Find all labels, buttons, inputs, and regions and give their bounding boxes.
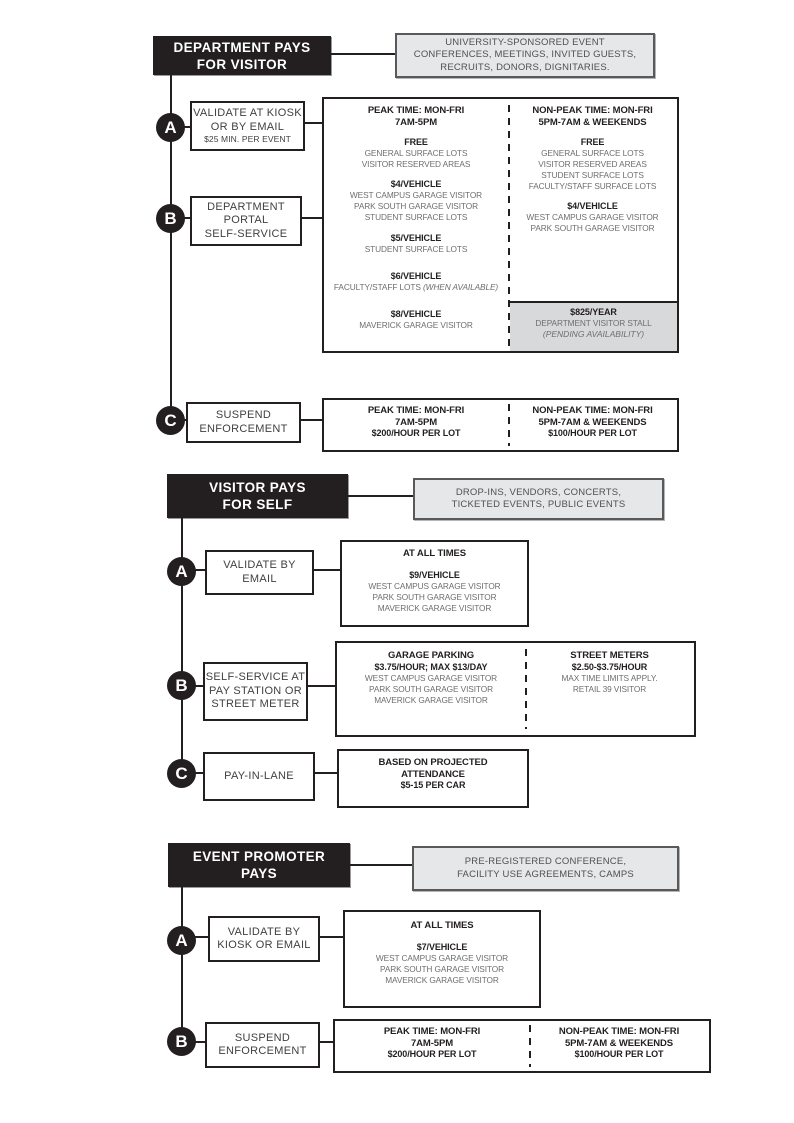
connector-line [316,936,343,938]
connector-line [183,217,191,219]
connector-line [194,569,205,571]
trunk-line [170,74,172,421]
connector-line [298,217,322,219]
connector-line [194,685,203,687]
connector-line [304,685,335,687]
dashed-divider [529,1025,531,1067]
connector-line [194,1041,205,1043]
trunk-line [181,887,183,1041]
section-description-event-promoter: PRE-REGISTERED CONFERENCE,FACILITY USE A… [412,846,679,891]
connector-line [301,122,322,124]
connector-line [310,569,340,571]
connector-line [348,495,413,497]
trunk-line [181,518,183,774]
connector-line [350,864,412,866]
step-badge-b: B [167,1027,196,1056]
connector-line [194,936,208,938]
step-badge-a: A [167,557,196,586]
connector-line [297,419,322,421]
step-badge-b: B [167,671,196,700]
section-description-visitor-pays: DROP-INS, VENDORS, CONCERTS,TICKETED EVE… [413,478,664,520]
dashed-divider [508,105,510,346]
connector-line [311,772,337,774]
connector-line [316,1041,333,1043]
step-label-pay-in-lane: PAY-IN-LANE [203,752,315,801]
dashed-divider [508,404,510,446]
step-badge-c: C [167,759,196,788]
step-badge-c: C [156,406,185,435]
connector-line [194,772,203,774]
connector-line [331,53,395,55]
step-badge-b: B [156,204,185,233]
step-badge-a: A [167,926,196,955]
step-badge-a: A [156,113,185,142]
connector-line [183,126,191,128]
dashed-divider [525,649,527,729]
connector-line [183,419,188,421]
